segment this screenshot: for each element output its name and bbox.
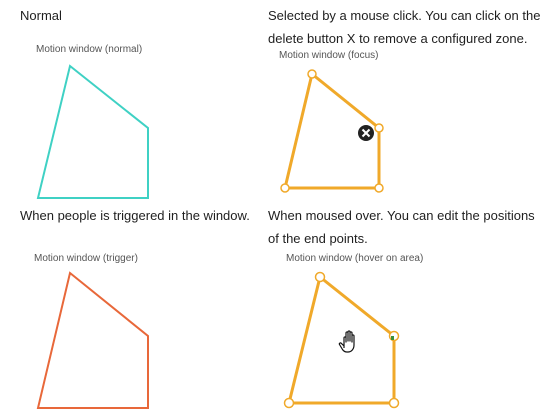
hover-handle-left-bottom[interactable] (283, 397, 295, 409)
hover-handle-top[interactable] (314, 271, 326, 283)
window-label-normal: Motion window (normal) (36, 44, 143, 55)
focus-handle-right-bottom[interactable] (374, 183, 384, 193)
hover-edge-marker (391, 336, 394, 340)
motion-zone-hover[interactable] (287, 274, 396, 405)
hand-cursor-icon (338, 330, 355, 353)
caption-normal: Normal (20, 8, 62, 23)
hover-handle-right-bottom[interactable] (388, 397, 400, 409)
caption-trigger: When people is triggered in the window. (20, 208, 250, 223)
focus-handle-right-top[interactable] (374, 123, 384, 133)
caption-hover: When moused over. You can edit the posit… (268, 208, 535, 246)
window-label-hover: Motion window (hover on area) (286, 253, 424, 264)
caption-focus: Selected by a mouse click. You can click… (268, 8, 541, 46)
motion-zone-normal[interactable] (36, 64, 149, 199)
window-label-focus: Motion window (focus) (279, 50, 379, 61)
focus-handle-top[interactable] (307, 69, 317, 79)
motion-zone-trigger[interactable] (36, 271, 149, 409)
focus-handle-left-bottom[interactable] (280, 183, 290, 193)
delete-zone-button[interactable] (358, 125, 374, 141)
window-label-trigger: Motion window (trigger) (34, 253, 138, 264)
